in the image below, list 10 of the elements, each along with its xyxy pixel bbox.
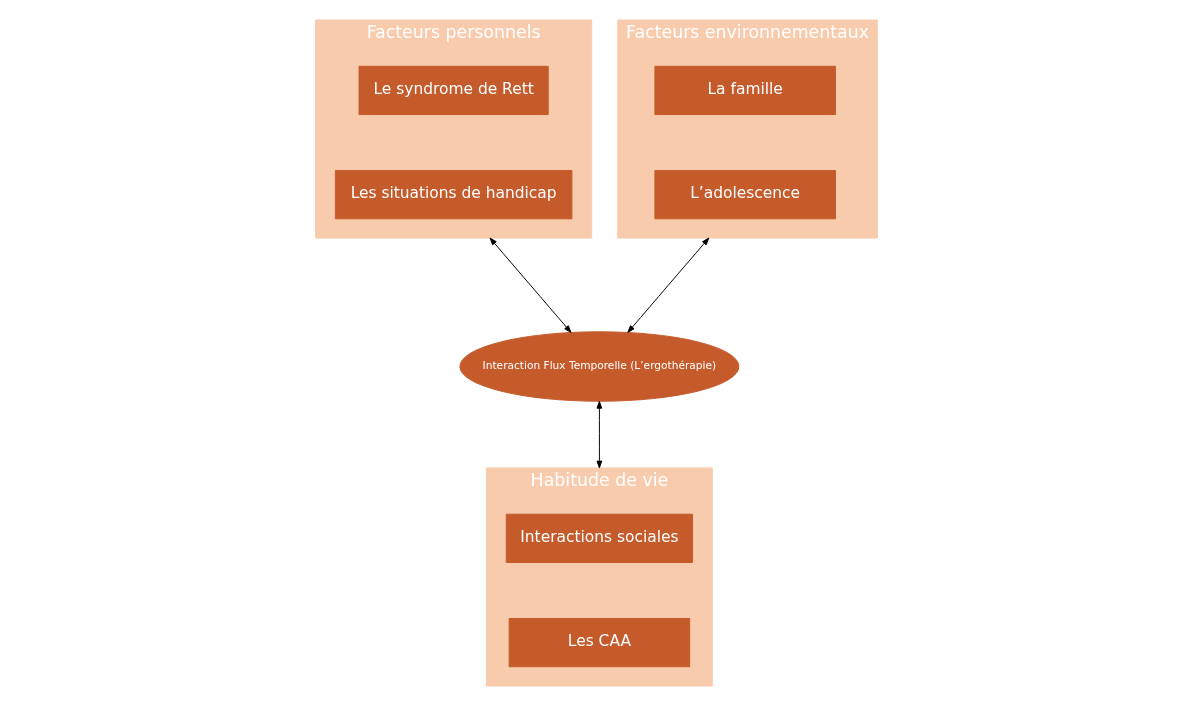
node-box: Les CAA bbox=[508, 618, 690, 668]
node-box: La famille bbox=[653, 65, 836, 116]
arrow bbox=[596, 400, 602, 469]
node-box: Interactions sociales bbox=[505, 513, 693, 563]
arrow bbox=[626, 237, 709, 333]
node-box: Le syndrome de Rett bbox=[358, 65, 549, 116]
arrow bbox=[489, 237, 571, 333]
node-box: Les situations de handicap bbox=[334, 170, 572, 220]
node-box: L’adolescence bbox=[653, 170, 836, 220]
node-ellipse: Interaction Flux Temporelle (L’ergothérapie) bbox=[458, 331, 739, 402]
